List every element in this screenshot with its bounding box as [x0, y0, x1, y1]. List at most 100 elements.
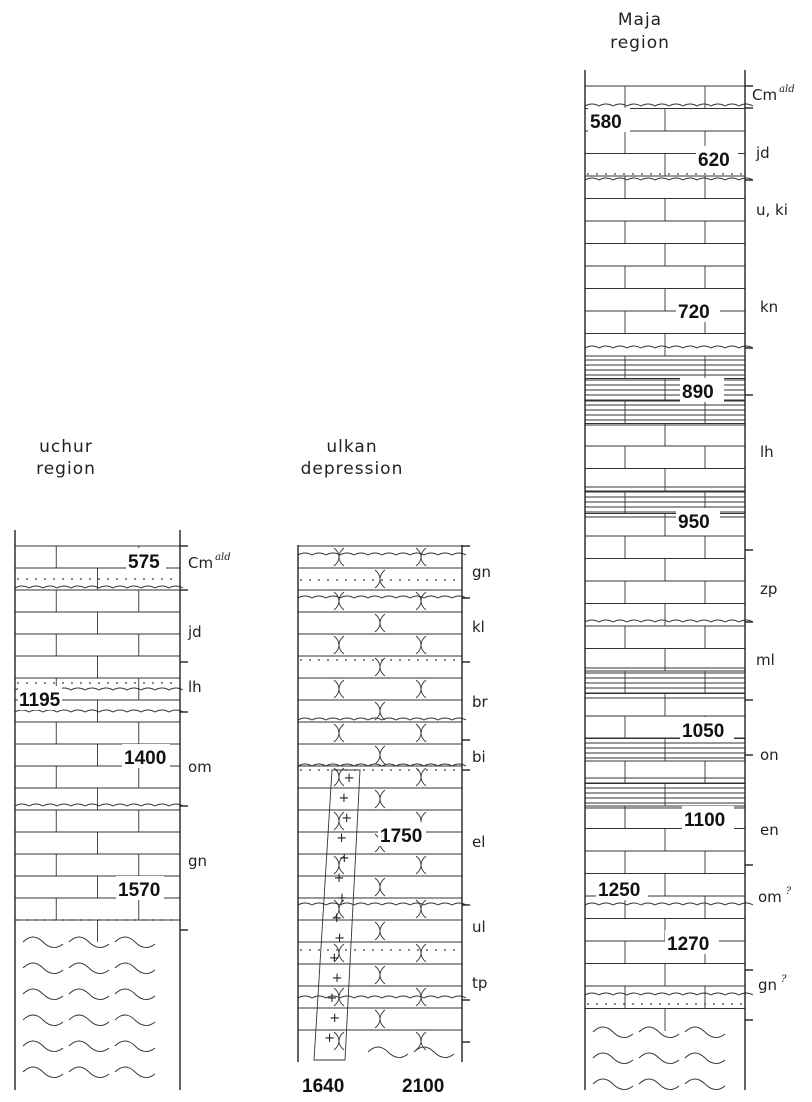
uchur-age-1570: 1570 [118, 880, 160, 901]
maja-age-580: 580 [590, 112, 622, 133]
basement-squiggle [593, 1079, 633, 1090]
sand-dot [381, 949, 383, 951]
sand-dot [71, 578, 73, 580]
sand-dot [363, 579, 365, 581]
sand-dot [116, 682, 118, 684]
sand-dot [134, 919, 136, 921]
granite-cross: + [332, 971, 343, 986]
dolomite-joint [416, 592, 426, 610]
sand-dot [345, 659, 347, 661]
sand-dot [53, 578, 55, 580]
sand-dot [354, 579, 356, 581]
sand-dot [722, 1003, 724, 1005]
sand-dot [152, 682, 154, 684]
uchur-boundary-ticks [180, 546, 188, 930]
ulkan-age-2100: 2100 [402, 1076, 444, 1097]
maja-title-line1: Maja [618, 10, 662, 30]
sand-dot [686, 1003, 688, 1005]
dolomite-joint [375, 1010, 385, 1028]
sand-dot [143, 682, 145, 684]
sand-dot [417, 579, 419, 581]
granite-cross: + [329, 1011, 340, 1026]
sand-dot [668, 1003, 670, 1005]
sand-dot [71, 682, 73, 684]
unconformity-line [585, 993, 753, 995]
uchur-age-575: 575 [128, 552, 160, 573]
sand-dot [327, 769, 329, 771]
sand-dot [605, 1003, 607, 1005]
ulkan-unit-gn: gn [472, 563, 491, 581]
ulkan-basement-fill [368, 1047, 454, 1058]
sand-dot [152, 919, 154, 921]
dolomite-joint [334, 1032, 344, 1050]
ulkan-title-line1: ulkan [326, 437, 377, 457]
sand-dot [408, 769, 410, 771]
sand-dot [98, 682, 100, 684]
sand-dot [80, 578, 82, 580]
maja-unit-cm: Cmald [752, 84, 795, 104]
dolomite-joint [375, 966, 385, 984]
sand-dot [596, 173, 598, 175]
unconformity-line [585, 178, 753, 180]
sand-dot [134, 682, 136, 684]
sand-dot [444, 949, 446, 951]
sand-dot [614, 173, 616, 175]
sand-dot [408, 949, 410, 951]
dolomite-joint [334, 724, 344, 742]
sand-dot [650, 173, 652, 175]
sand-dot [426, 579, 428, 581]
sand-dot [677, 1003, 679, 1005]
sand-dot [62, 682, 64, 684]
granite-cross: + [334, 931, 345, 946]
basement-squiggle [639, 1079, 679, 1090]
basement-squiggle [115, 989, 155, 1000]
sand-dot [107, 919, 109, 921]
sand-dot [426, 949, 428, 951]
sand-dot [659, 173, 661, 175]
sand-dot [62, 919, 64, 921]
sand-dot [372, 769, 374, 771]
sand-dot [363, 769, 365, 771]
basement-squiggle [115, 963, 155, 974]
unconformity-line [298, 553, 466, 555]
sand-dot [704, 173, 706, 175]
sand-dot [417, 949, 419, 951]
dolomite-joint [375, 614, 385, 632]
sand-dot [318, 769, 320, 771]
sand-dot [623, 173, 625, 175]
uchur-unit-lh: lh [188, 678, 202, 696]
sand-dot [300, 769, 302, 771]
granite-cross: + [326, 991, 337, 1006]
sand-dot [309, 579, 311, 581]
maja-boundary-ticks [745, 86, 753, 1020]
dolomite-joint [334, 548, 344, 566]
granite-cross: + [331, 911, 342, 926]
maja-age-890: 890 [682, 382, 714, 403]
sand-dot [641, 1003, 643, 1005]
sand-dot [300, 659, 302, 661]
basement-squiggle [685, 1079, 725, 1090]
sand-dot [107, 682, 109, 684]
sand-dot [650, 1003, 652, 1005]
sand-dot [399, 949, 401, 951]
dolomite-joint [375, 658, 385, 676]
sand-dot [587, 1003, 589, 1005]
sand-dot [453, 769, 455, 771]
sand-dot [300, 949, 302, 951]
basement-squiggle [639, 1053, 679, 1064]
unconformity-line [585, 346, 753, 348]
sand-dot [354, 659, 356, 661]
sand-dot [35, 919, 37, 921]
sand-dot [318, 659, 320, 661]
sand-dot [740, 1003, 742, 1005]
maja-age-620: 620 [698, 150, 730, 171]
uchur-title-line2: region [36, 459, 96, 479]
sand-dot [659, 1003, 661, 1005]
sand-dot [125, 919, 127, 921]
sand-dot [426, 769, 428, 771]
sand-dot [381, 659, 383, 661]
sand-dot [453, 579, 455, 581]
unconformity-line [585, 104, 753, 106]
uchur-unit-gn: gn [188, 852, 207, 870]
